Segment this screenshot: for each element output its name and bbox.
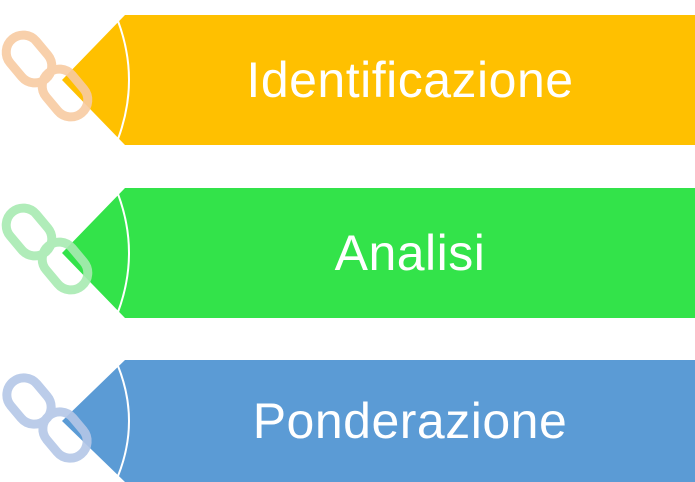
step-label: Identificazione bbox=[246, 52, 574, 108]
chain-link-icon bbox=[1, 30, 93, 122]
step-tag-curve bbox=[117, 193, 130, 313]
step-arrow-shape bbox=[2, 360, 695, 482]
step-analisi: Analisi bbox=[0, 188, 695, 318]
step-tag-fill bbox=[62, 15, 695, 145]
chain-link-icon bbox=[1, 203, 93, 295]
step-ponderazione: Ponderazione bbox=[0, 360, 695, 482]
step-identificazione: Identificazione bbox=[0, 15, 695, 145]
step-tag-fill bbox=[62, 360, 695, 482]
step-tag-fill bbox=[62, 188, 695, 318]
step-tag-curve bbox=[117, 365, 130, 477]
step-arrow-shape bbox=[1, 188, 695, 318]
step-tag-curve bbox=[117, 20, 130, 140]
step-label: Ponderazione bbox=[252, 393, 568, 449]
chain-link-icon bbox=[2, 373, 92, 463]
step-label: Analisi bbox=[334, 225, 486, 281]
step-arrow-shape bbox=[1, 15, 695, 145]
